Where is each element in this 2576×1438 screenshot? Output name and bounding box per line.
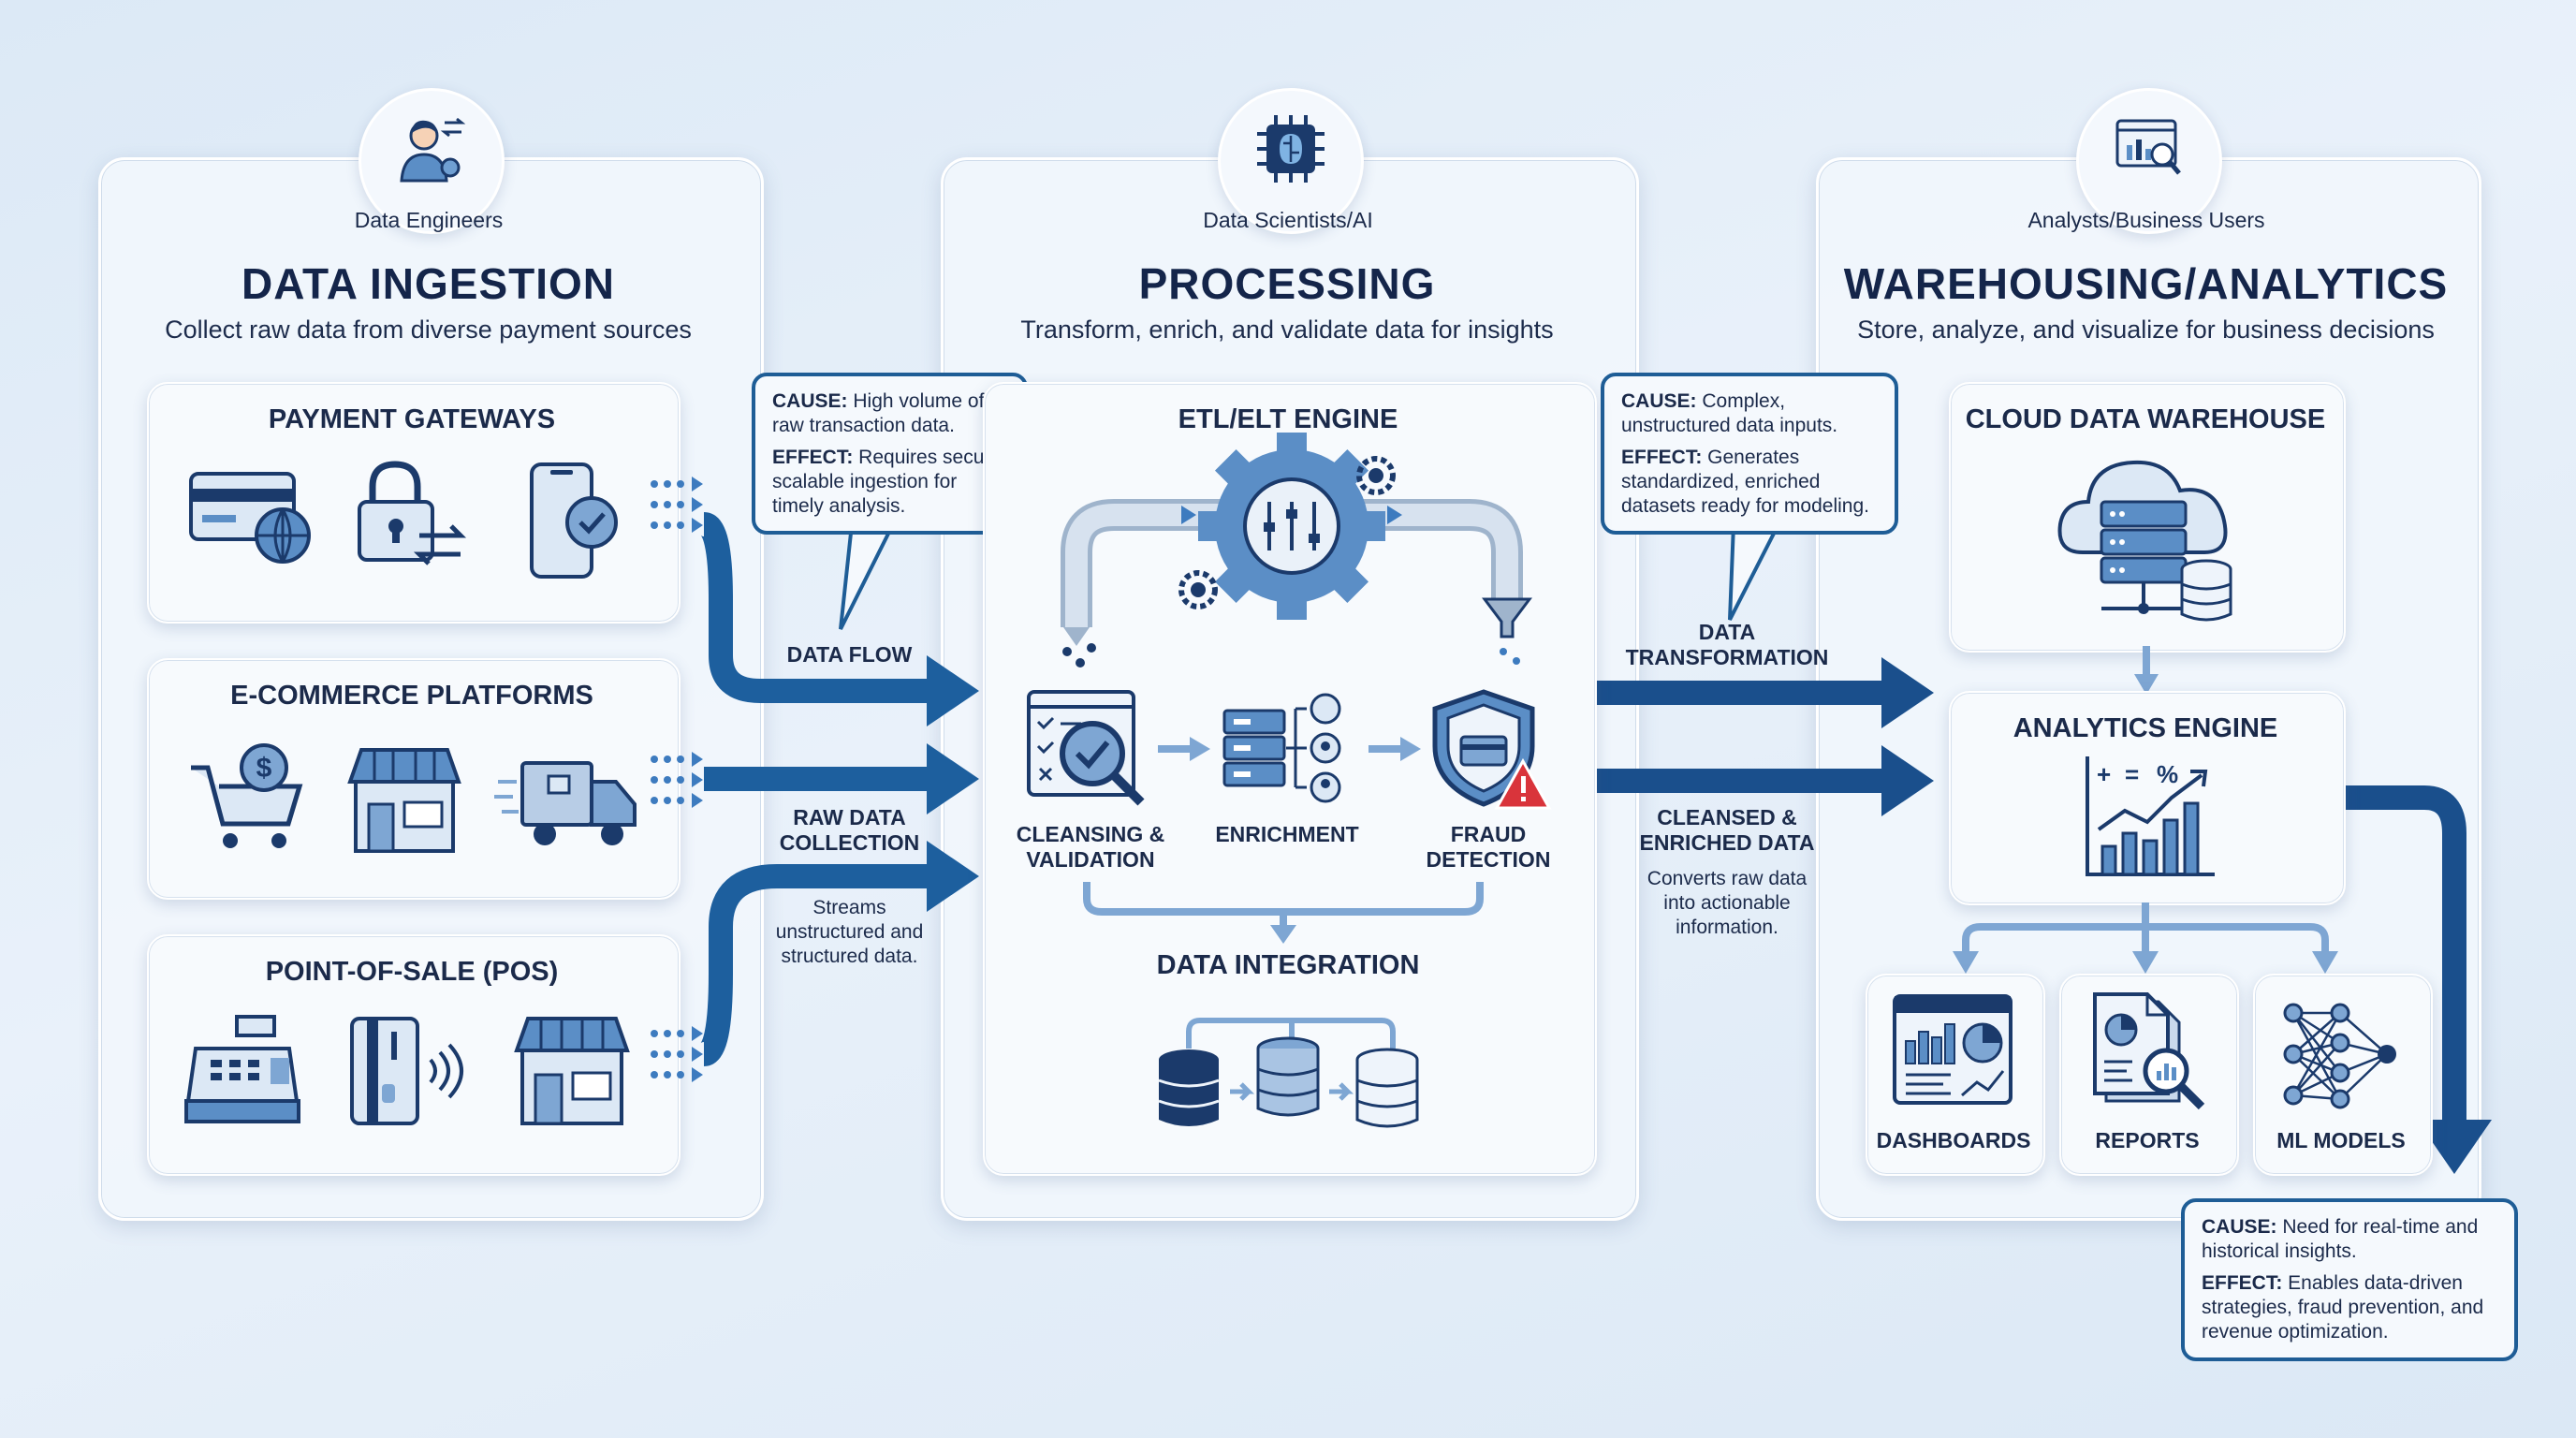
callout-pointer bbox=[1728, 522, 1782, 621]
dashboard-icon bbox=[1893, 994, 2012, 1105]
data-integration-title: DATA INTEGRATION bbox=[1156, 950, 1420, 980]
source-title-payment-gateways: PAYMENT GATEWAYS bbox=[268, 404, 556, 434]
cash-register-icon bbox=[184, 1015, 300, 1123]
flow-label-data-flow: DATA FLOW bbox=[786, 642, 913, 667]
etl-engine-title: ETL/ELT ENGINE bbox=[1178, 404, 1398, 434]
callout-ingestion: CAUSE: High volume of raw transaction da… bbox=[752, 373, 1028, 535]
step-arrow-icon bbox=[1368, 737, 1421, 761]
stage-subtitle-analytics: Store, analyze, and visualize for busine… bbox=[1857, 315, 2435, 344]
analytics-chart-icon: + = % bbox=[2086, 756, 2215, 876]
flow-label-cleansed: CLEANSED & ENRICHED DATA bbox=[1639, 805, 1815, 855]
analysts-avatar bbox=[2076, 88, 2222, 234]
fraud-detection-shield-icon bbox=[1432, 689, 1552, 810]
output-label-ml-models: ML MODELS bbox=[2276, 1128, 2406, 1152]
cloud-warehouse-title: CLOUD DATA WAREHOUSE bbox=[1965, 404, 2326, 434]
cloud-database-icon bbox=[2057, 460, 2232, 622]
stage-subtitle-processing: Transform, enrich, and validate data for… bbox=[1020, 315, 1554, 344]
engineer-icon bbox=[400, 117, 466, 183]
step-arrow-icon bbox=[1158, 737, 1210, 761]
role-label-scientists: Data Scientists/AI bbox=[1203, 208, 1373, 232]
stage-subtitle-ingestion: Collect raw data from diverse payment so… bbox=[165, 315, 692, 344]
delivery-truck-icon bbox=[494, 761, 637, 845]
svg-text:=: = bbox=[2125, 760, 2139, 788]
down-arrow-icon bbox=[2134, 646, 2159, 695]
role-label-engineers: Data Engineers bbox=[354, 208, 504, 232]
data-engineers-avatar bbox=[359, 88, 505, 234]
storefront-icon bbox=[347, 748, 461, 853]
contactless-card-icon bbox=[350, 1017, 463, 1125]
data-integration-icon bbox=[1158, 1018, 1419, 1128]
mobile-check-icon bbox=[530, 462, 618, 579]
flow-label-transformation: DATA TRANSFORMATION bbox=[1625, 620, 1829, 669]
neural-network-icon bbox=[2283, 1003, 2396, 1109]
branch-arrows-icon bbox=[1953, 902, 2338, 974]
stream-dots-icon bbox=[651, 477, 703, 533]
stage-title-ingestion: DATA INGESTION bbox=[241, 259, 616, 308]
flow-note-cleansed: Converts raw data into actionable inform… bbox=[1647, 868, 1808, 938]
stream-dots-icon bbox=[651, 752, 703, 808]
svg-text:+: + bbox=[2097, 760, 2111, 788]
stream-dots-icon bbox=[651, 1026, 703, 1082]
ai-chip-icon bbox=[1257, 115, 1325, 183]
enrichment-icon bbox=[1222, 693, 1341, 803]
stage-title-analytics: WAREHOUSING/ANALYTICS bbox=[1843, 259, 2449, 308]
credit-card-globe-icon bbox=[189, 472, 311, 564]
flow-note-raw-data: Streams unstructured and structured data… bbox=[775, 897, 924, 967]
output-label-dashboards: DASHBOARDS bbox=[1876, 1128, 2031, 1152]
step-label-cleansing: CLEANSING & VALIDATION bbox=[1016, 822, 1165, 872]
report-magnifier-icon bbox=[2093, 992, 2205, 1110]
stage-title-processing: PROCESSING bbox=[1138, 259, 1436, 308]
merge-bracket-icon bbox=[1083, 882, 1484, 944]
svg-text:%: % bbox=[2157, 760, 2178, 788]
shop-icon bbox=[514, 1017, 630, 1125]
role-label-analysts: Analysts/Business Users bbox=[2027, 208, 2265, 232]
source-title-pos: POINT-OF-SALE (POS) bbox=[265, 957, 559, 987]
step-label-fraud: FRAUD DETECTION bbox=[1426, 822, 1551, 872]
svg-text:$: $ bbox=[256, 753, 272, 784]
data-scientists-avatar bbox=[1218, 88, 1364, 234]
cleansing-validation-icon bbox=[1027, 690, 1145, 806]
etl-pipeline-gear-icon bbox=[1061, 433, 1532, 668]
callout-pointer bbox=[839, 522, 897, 630]
lock-exchange-icon bbox=[358, 461, 467, 565]
output-label-reports: REPORTS bbox=[2095, 1128, 2200, 1152]
callout-analytics: CAUSE: Need for real-time and historical… bbox=[2181, 1198, 2518, 1361]
analytics-screen-icon bbox=[2115, 119, 2181, 175]
shopping-cart-dollar-icon: $ bbox=[191, 743, 303, 848]
source-title-ecommerce: E-COMMERCE PLATFORMS bbox=[230, 681, 593, 711]
callout-processing: CAUSE: Complex, unstructured data inputs… bbox=[1601, 373, 1898, 535]
step-label-enrichment: ENRICHMENT bbox=[1215, 822, 1359, 846]
analytics-engine-title: ANALYTICS ENGINE bbox=[2012, 713, 2278, 743]
flow-label-raw-data: RAW DATA COLLECTION bbox=[779, 805, 920, 855]
